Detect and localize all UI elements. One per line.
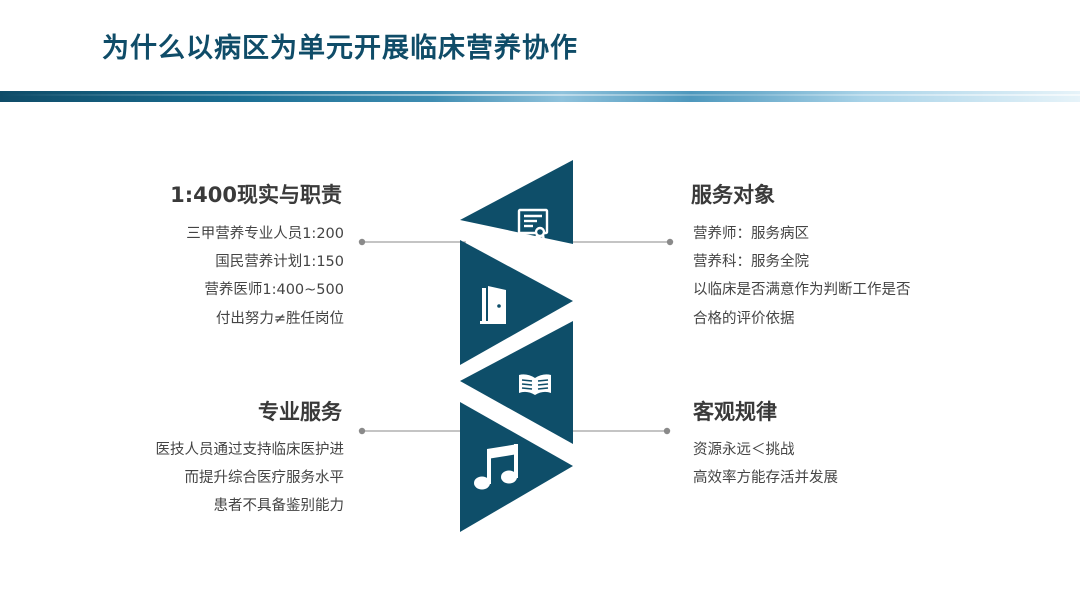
door-icon bbox=[480, 286, 506, 324]
left-bottom-line-1: 医技人员通过支持临床医护进 bbox=[155, 442, 345, 458]
right-bottom-line-1: 资源永远＜挑战 bbox=[693, 442, 795, 458]
right-bottom-line-2: 高效率方能存活并发展 bbox=[693, 470, 838, 486]
title-band-highlight bbox=[0, 94, 1080, 96]
right-top-line-2: 营养科：服务全院 bbox=[693, 254, 809, 270]
triangle-2 bbox=[460, 240, 573, 365]
heading-left-bottom: 专业服务 bbox=[258, 400, 342, 424]
left-top-line-4: 付出努力≠胜任岗位 bbox=[215, 311, 344, 327]
music-note-icon bbox=[474, 444, 518, 490]
slide-title: 为什么以病区为单元开展临床营养协作 bbox=[102, 33, 578, 64]
connector-dot-right-bottom bbox=[663, 427, 671, 435]
left-bottom-line-3: 患者不具备鉴别能力 bbox=[213, 498, 345, 514]
left-top-line-3: 营养医师1:400~500 bbox=[204, 282, 344, 298]
triangle-3 bbox=[460, 321, 573, 444]
left-top-line-1: 三甲营养专业人员1:200 bbox=[186, 226, 344, 242]
right-top-line-3: 以临床是否满意作为判断工作是否 bbox=[693, 282, 911, 298]
right-top-line-4: 合格的评价依据 bbox=[693, 311, 795, 327]
certificate-icon bbox=[517, 208, 549, 244]
connector-dot-right-top bbox=[666, 238, 674, 246]
left-bottom-line-2: 而提升综合医疗服务水平 bbox=[184, 470, 345, 486]
heading-right-top: 服务对象 bbox=[691, 183, 775, 207]
connector-dot-left-bottom bbox=[358, 427, 366, 435]
triangle-1 bbox=[460, 160, 573, 244]
title-band bbox=[0, 91, 1080, 102]
heading-left-top: 1:400现实与职责 bbox=[170, 183, 342, 207]
left-top-line-2: 国民营养计划1:150 bbox=[215, 254, 344, 270]
connector-dot-left-top bbox=[358, 238, 366, 246]
heading-right-bottom: 客观规律 bbox=[693, 400, 777, 424]
open-book-icon bbox=[519, 374, 551, 395]
right-top-line-1: 营养师：服务病区 bbox=[693, 226, 809, 242]
